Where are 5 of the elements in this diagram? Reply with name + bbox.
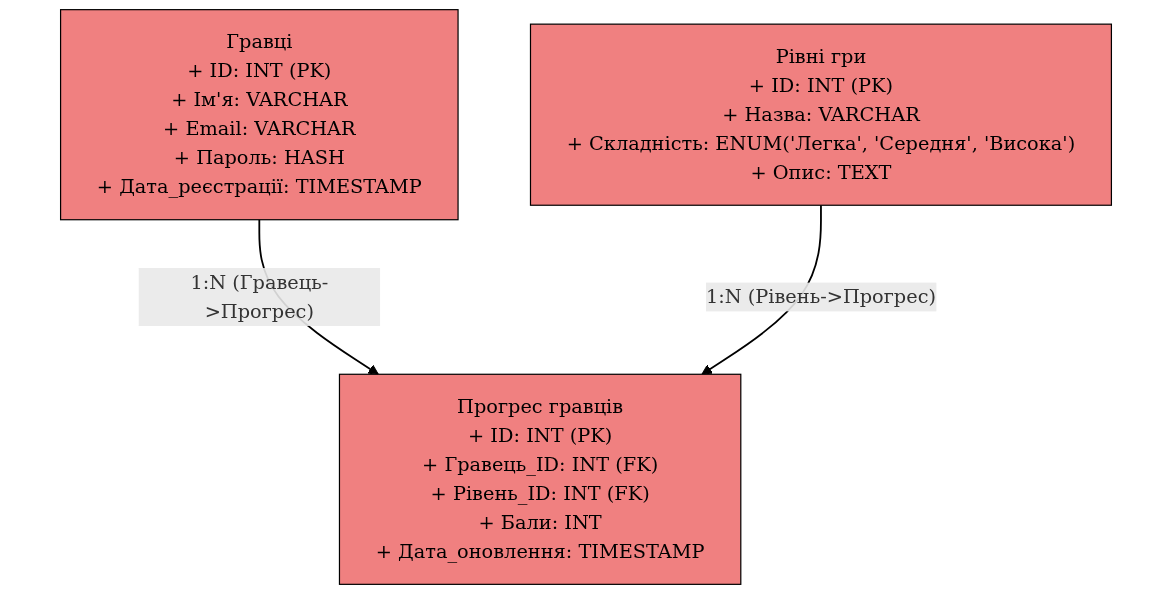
node-box: Рівні гри + ID: INT (PK) + Назва: VARCHAR + Складність: ENUM('Легка', 'Середня', 'Висока') + Опис: TEXT: [529, 23, 1113, 206]
edge-label: 1:N (Рівень->Прогрес): [705, 284, 936, 308]
node-box: Гравці + ID: INT (PK) + Ім'я: VARCHAR + Email: VARCHAR + Пароль: HASH + Дата_реєстрації: TIMESTAMP: [59, 9, 459, 221]
node-box: Прогрес гравців + ID: INT (PK) + Гравець_ID: INT (FK) + Рівень_ID: INT (FK) + Бали: INT + Дата_оновлення: TIMESTAMP: [338, 373, 742, 585]
edge-label: 1:N (Гравець->Прогрес): [190, 270, 329, 323]
